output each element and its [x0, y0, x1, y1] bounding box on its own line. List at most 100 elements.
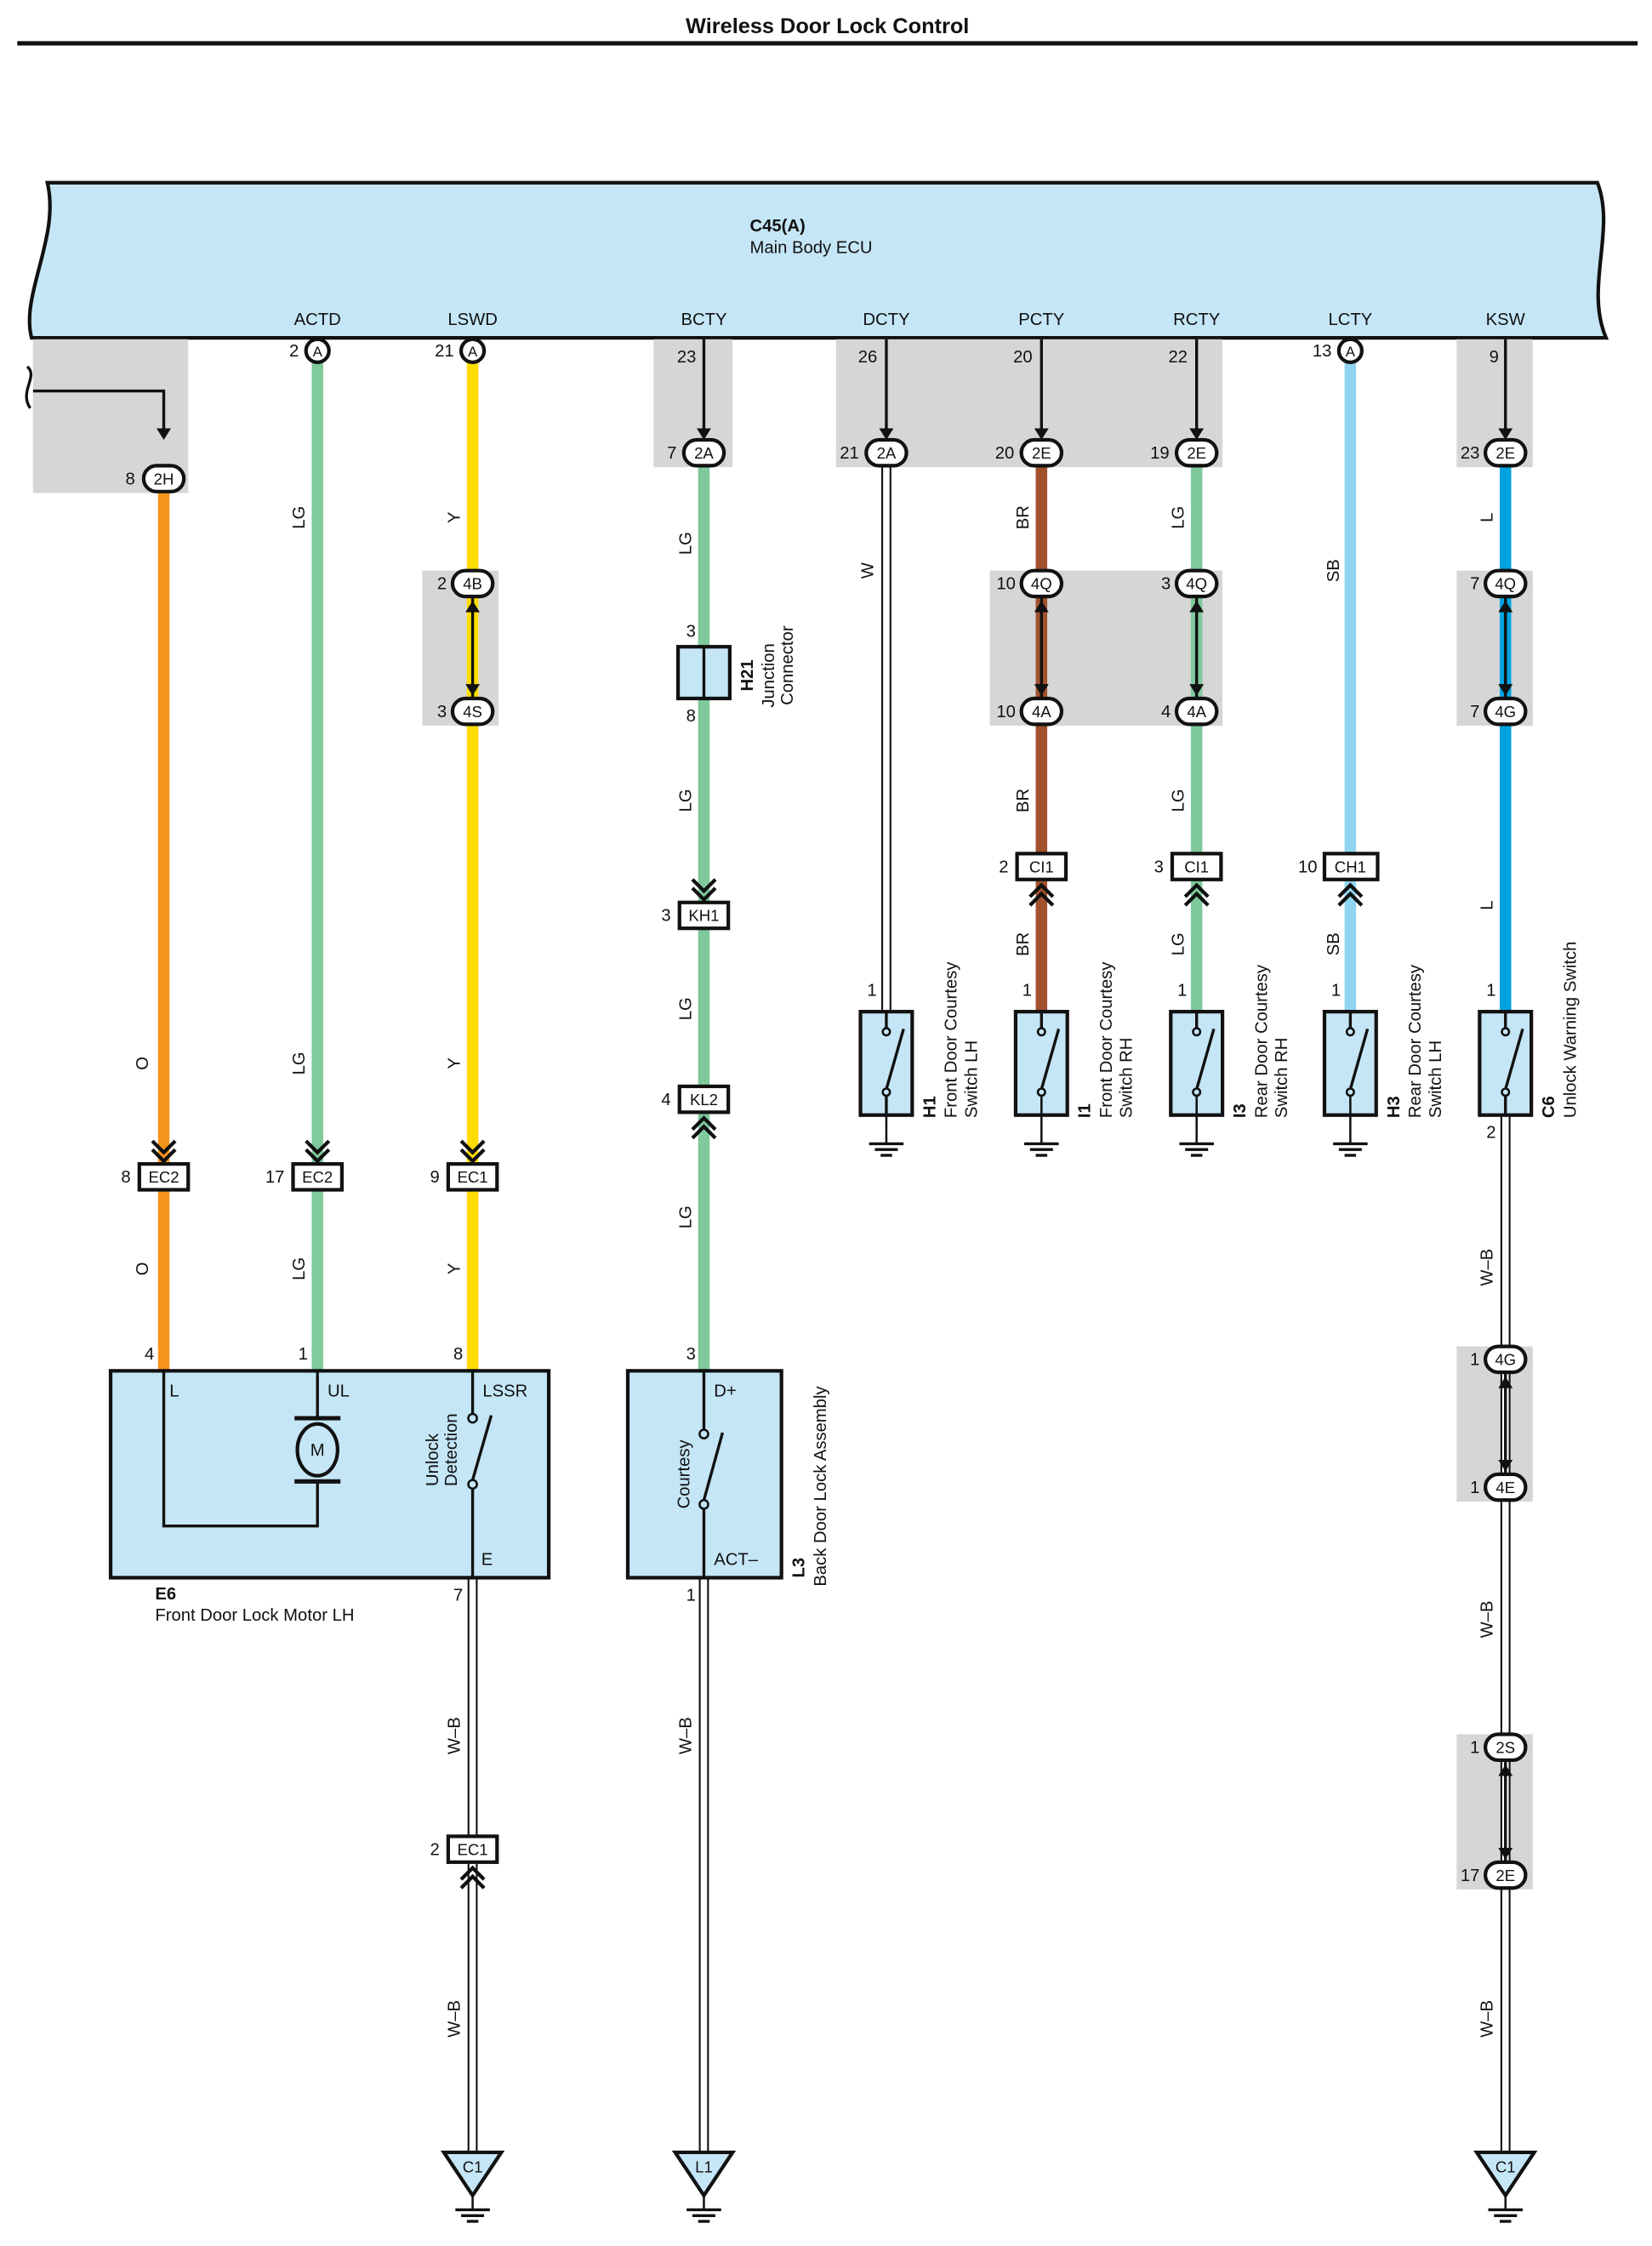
- ch1: CH1: [1335, 858, 1366, 875]
- conn-4q-ksw: 4Q: [1495, 575, 1516, 593]
- h21-name-2: Connector: [778, 625, 797, 705]
- conn-2s-ground: 2S: [1495, 1738, 1515, 1756]
- junction-connector-h21: 3 8 H21 Junction Connector: [675, 622, 797, 726]
- pin-ch1: 10: [1298, 858, 1318, 876]
- ec1-ground: EC1: [458, 1840, 488, 1858]
- pin-i1: 1: [1023, 982, 1032, 1000]
- h3-name-1: Rear Door Courtesy: [1406, 964, 1425, 1118]
- h3-code: H3: [1385, 1096, 1404, 1118]
- conn-4g-ground: 4G: [1495, 1351, 1516, 1369]
- ecu-terminal-labels: ACTD LSWD BCTY DCTY PCTY RCTY LCTY KSW: [294, 311, 1526, 329]
- conn-4a-rcty: 4A: [1187, 703, 1206, 721]
- e6-term-lssr: LSSR: [482, 1382, 527, 1401]
- pin-lcty: 13: [1313, 342, 1332, 361]
- pin-c6-bottom: 2: [1486, 1124, 1495, 1143]
- kl2: KL2: [690, 1091, 718, 1109]
- pin-h3: 1: [1331, 982, 1341, 1000]
- pin-4q-rcty: 3: [1161, 575, 1171, 594]
- label-wb-ksw-3: W–B: [1478, 2000, 1497, 2038]
- label-br-1: BR: [1014, 505, 1033, 529]
- pin-l3-top: 3: [686, 1345, 696, 1364]
- pin-lswd: 21: [435, 342, 454, 361]
- pin-4e-ground: 1: [1470, 1479, 1479, 1497]
- conn-2h: 2H: [154, 470, 174, 487]
- pin-2s-ground: 1: [1470, 1738, 1479, 1757]
- c6-name: Unlock Warning Switch: [1561, 942, 1580, 1118]
- kh1: KH1: [688, 907, 719, 925]
- pin-2h: 8: [125, 470, 134, 488]
- ecu-code: C45(A): [749, 217, 805, 236]
- feed-break: [25, 365, 33, 409]
- label-wb-ksw-2: W–B: [1478, 1600, 1497, 1638]
- label-lg-bcty-4: LG: [676, 1206, 695, 1228]
- h1-code: H1: [920, 1096, 939, 1118]
- shaded-feed-wires: [702, 339, 1507, 437]
- e6-name: Front Door Lock Motor LH: [155, 1606, 354, 1625]
- conn-2a-dcty: 2A: [877, 444, 897, 462]
- label-lg-rcty-1: LG: [1169, 506, 1188, 529]
- pin-2a-bcty: 7: [667, 444, 676, 463]
- component-e6: 4 1 8 L UL LSSR E M Unlock Detection 7 E…: [108, 1345, 551, 1625]
- label-wb-back: W–B: [676, 1717, 695, 1754]
- terminal-pcty: PCTY: [1018, 311, 1065, 329]
- e6-switch-label-2: Detection: [442, 1413, 461, 1486]
- label-w: W: [859, 562, 878, 579]
- conn-4q-pcty: 4Q: [1031, 575, 1052, 593]
- label-wb-lock-1: W–B: [445, 1717, 464, 1754]
- conn-4e-ground: 4E: [1495, 1479, 1515, 1496]
- terminal-lswd: LSWD: [447, 311, 498, 329]
- conn-4q-rcty: 4Q: [1186, 575, 1207, 593]
- switch-h1: 1 H1 Front Door Courtesy Switch LH: [858, 961, 981, 1157]
- wire-color-labels: O O LG LG LG Y Y Y LG LG LG LG W BR BR B…: [134, 505, 1497, 2038]
- switch-i3: 1 I3 Rear Door Courtesy Switch RH: [1169, 964, 1291, 1157]
- ecu-name: Main Body ECU: [749, 238, 872, 257]
- h21-name-1: Junction: [760, 643, 778, 707]
- label-lg-actd-2: LG: [290, 1052, 309, 1075]
- ecu-pins-shaded: 23 26 20 22 9: [677, 348, 1499, 367]
- joint-connectors: 4B 2 4S 3 4Q 10 4A 10 4Q 3 4A 4 4Q 7 4G …: [437, 568, 1528, 1890]
- i3-name-2: Switch RH: [1273, 1038, 1291, 1119]
- terminal-actd: ACTD: [294, 311, 341, 329]
- feed-arrows: [157, 428, 1513, 441]
- label-y-3: Y: [445, 1263, 464, 1274]
- label-br-2: BR: [1014, 789, 1033, 812]
- svg-text:A: A: [313, 344, 323, 360]
- pin-h1: 1: [867, 982, 876, 1000]
- pin-actd: 2: [289, 342, 299, 361]
- l3-switch-label: Courtesy: [675, 1439, 694, 1508]
- pin-ci1-rcty: 3: [1154, 858, 1164, 876]
- ground-l1: L1: [671, 2150, 737, 2223]
- pin-4b: 2: [437, 575, 447, 594]
- label-sb-2: SB: [1324, 932, 1343, 955]
- conn-4b: 4B: [463, 575, 482, 593]
- pin-l3-ground: 1: [686, 1586, 696, 1605]
- label-lg-bcty-1: LG: [676, 532, 695, 555]
- svg-text:A: A: [1346, 344, 1356, 360]
- h1-name-2: Switch LH: [962, 1040, 981, 1118]
- pin-4g-ground: 1: [1470, 1351, 1479, 1370]
- h21-code: H21: [738, 659, 757, 691]
- conn-2a-bcty: 2A: [694, 444, 714, 462]
- l3-code: L3: [790, 1558, 809, 1578]
- pin-4a-pcty: 10: [996, 703, 1016, 721]
- c6-code: C6: [1540, 1096, 1558, 1118]
- l3-term-bottom: ACT–: [714, 1550, 759, 1569]
- label-o-2: O: [134, 1263, 152, 1276]
- pin-kl2: 4: [661, 1091, 670, 1109]
- pin-2e-pcty: 20: [995, 444, 1015, 463]
- label-y-1: Y: [445, 511, 464, 523]
- i1-name-2: Switch RH: [1118, 1038, 1136, 1119]
- pin-kh1: 3: [661, 907, 670, 926]
- ecu-pin-numbers: 2 21 13: [289, 342, 1331, 361]
- terminal-bcty: BCTY: [681, 311, 727, 329]
- feed-wire-2h: [32, 389, 166, 437]
- ground-points: C1 L1 C1: [440, 2150, 1538, 2223]
- conn-4a-pcty: 4A: [1032, 703, 1051, 721]
- label-lg-actd-1: LG: [290, 506, 309, 529]
- connector-shading: [32, 339, 1533, 1890]
- l3-name: Back Door Lock Assembly: [812, 1386, 830, 1587]
- pin-4q-ksw: 7: [1470, 575, 1479, 594]
- unlock-detection-switch: [470, 1415, 493, 1481]
- conn-2e-ground: 2E: [1495, 1867, 1515, 1884]
- label-wb-ksw-1: W–B: [1478, 1249, 1497, 1286]
